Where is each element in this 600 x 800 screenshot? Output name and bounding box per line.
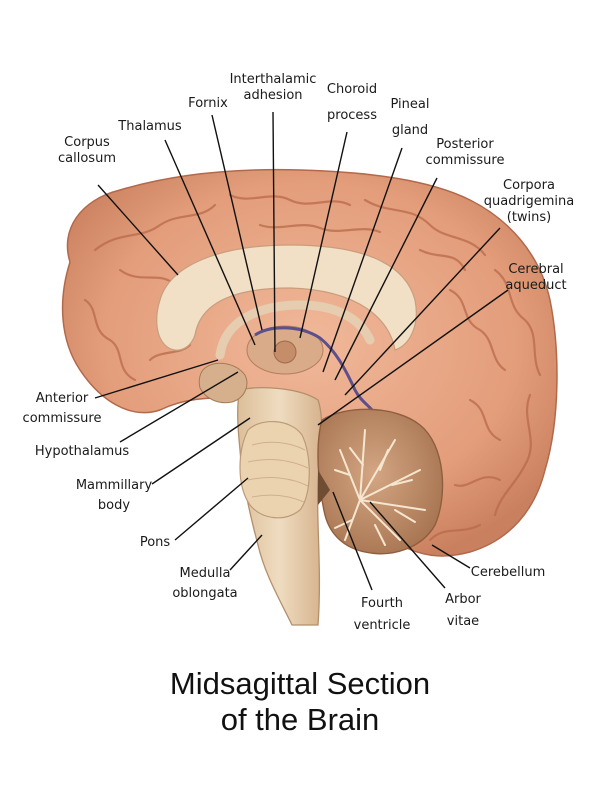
label-thalamus-line1: Thalamus <box>118 119 182 134</box>
pons-fibers <box>247 441 309 503</box>
label-fornix-line1: Fornix <box>188 96 228 111</box>
diagram-title-line2: of the Brain <box>220 702 380 737</box>
label-arbor-vitae: Arbor vitae <box>445 592 481 630</box>
label-corpora-quadrigemina-line1: Corpora <box>503 178 555 193</box>
label-posterior-commissure-line1: Posterior <box>436 137 494 152</box>
leader-medulla-oblongata <box>229 534 263 571</box>
label-mammillary-body-line2: body <box>97 498 131 513</box>
arbor-vitae <box>334 429 426 546</box>
label-fourth-ventricle: Fourth ventricle <box>354 596 411 634</box>
leader-fornix <box>211 114 263 331</box>
label-corpora-quadrigemina: Corpora quadrigemina (twins) <box>484 178 574 226</box>
label-cerebral-aqueduct-line1: Cerebral <box>508 262 564 277</box>
cerebellum <box>317 408 444 555</box>
label-cerebellum-line1: Cerebellum <box>470 565 546 580</box>
label-pineal-gland-line2: gland <box>391 123 429 138</box>
label-cerebellum: Cerebellum <box>471 565 546 581</box>
label-anterior-commissure-line1: Anterior <box>35 391 89 406</box>
leader-thalamus <box>164 139 256 346</box>
label-cerebral-aqueduct: Cerebral aqueduct <box>505 262 566 294</box>
leader-choroid-process <box>299 131 348 339</box>
label-cerebral-aqueduct-line2: aqueduct <box>505 278 567 293</box>
label-interthalamic-adhesion-line2: adhesion <box>243 88 303 103</box>
label-mammillary-body-line1: Mammillary <box>75 478 153 493</box>
leader-hypothalamus <box>119 371 239 443</box>
label-arbor-vitae-line2: vitae <box>446 614 480 629</box>
label-corpus-callosum-line2: callosum <box>58 151 116 166</box>
label-fornix: Fornix <box>188 96 228 112</box>
label-interthalamic-adhesion: Interthalamic adhesion <box>230 72 317 104</box>
interthalamic-adhesion <box>273 340 297 364</box>
leader-interthalamic-adhesion <box>272 111 276 353</box>
label-posterior-commissure-line2: commissure <box>425 153 505 168</box>
diagram-title-line1: Midsagittal Section <box>169 666 431 701</box>
leader-arbor-vitae <box>369 501 446 589</box>
leader-cerebral-aqueduct <box>317 289 509 426</box>
label-corpus-callosum: Corpus callosum <box>58 135 116 167</box>
leader-corpus-callosum <box>97 184 179 276</box>
choroid-plexus <box>254 326 374 411</box>
label-choroid-process-line1: Choroid <box>326 82 378 97</box>
label-pons-line1: Pons <box>139 535 171 550</box>
label-posterior-commissure: Posterior commissure <box>426 137 505 169</box>
label-hypothalamus: Hypothalamus <box>35 444 129 460</box>
label-choroid-process-line2: process <box>327 108 377 123</box>
fourth-ventricle <box>318 470 330 505</box>
pons <box>239 420 310 519</box>
label-fourth-ventricle-line1: Fourth <box>361 596 403 611</box>
label-corpora-quadrigemina-line3: (twins) <box>506 210 552 225</box>
fornix <box>215 300 375 360</box>
leader-pineal-gland <box>322 147 403 373</box>
label-mammillary-body: Mammillary body <box>76 478 152 514</box>
label-medulla-oblongata-line1: Medulla <box>179 566 231 581</box>
leader-fourth-ventricle <box>332 491 373 591</box>
corpus-callosum <box>156 244 417 351</box>
leader-cerebellum <box>431 544 471 569</box>
label-medulla-oblongata-line2: oblongata <box>172 586 238 601</box>
leader-corpora-quadrigemina <box>344 227 501 396</box>
label-corpora-quadrigemina-line2: quadrigemina <box>483 194 575 209</box>
label-interthalamic-adhesion-line1: Interthalamic <box>229 72 317 87</box>
label-fourth-ventricle-line2: ventricle <box>353 618 411 633</box>
label-corpus-callosum-line1: Corpus <box>64 135 110 150</box>
label-pineal-gland: Pineal gland <box>391 97 430 139</box>
label-pineal-gland-line1: Pineal <box>390 97 430 112</box>
leader-posterior-commissure <box>334 177 438 381</box>
leader-pons <box>174 477 249 541</box>
label-arbor-vitae-line1: Arbor <box>445 592 481 607</box>
label-hypothalamus-line1: Hypothalamus <box>34 444 130 459</box>
leader-mammillary-body <box>151 417 251 485</box>
leader-anterior-commissure <box>94 359 219 399</box>
label-thalamus: Thalamus <box>118 119 181 135</box>
label-anterior-commissure-line2: commissure <box>22 411 102 426</box>
label-pons: Pons <box>140 535 170 551</box>
label-choroid-process: Choroid process <box>327 82 377 124</box>
label-medulla-oblongata: Medulla oblongata <box>172 566 237 602</box>
label-anterior-commissure: Anterior commissure <box>23 391 102 427</box>
diagram-title: Midsagittal Section of the Brain <box>0 666 600 738</box>
